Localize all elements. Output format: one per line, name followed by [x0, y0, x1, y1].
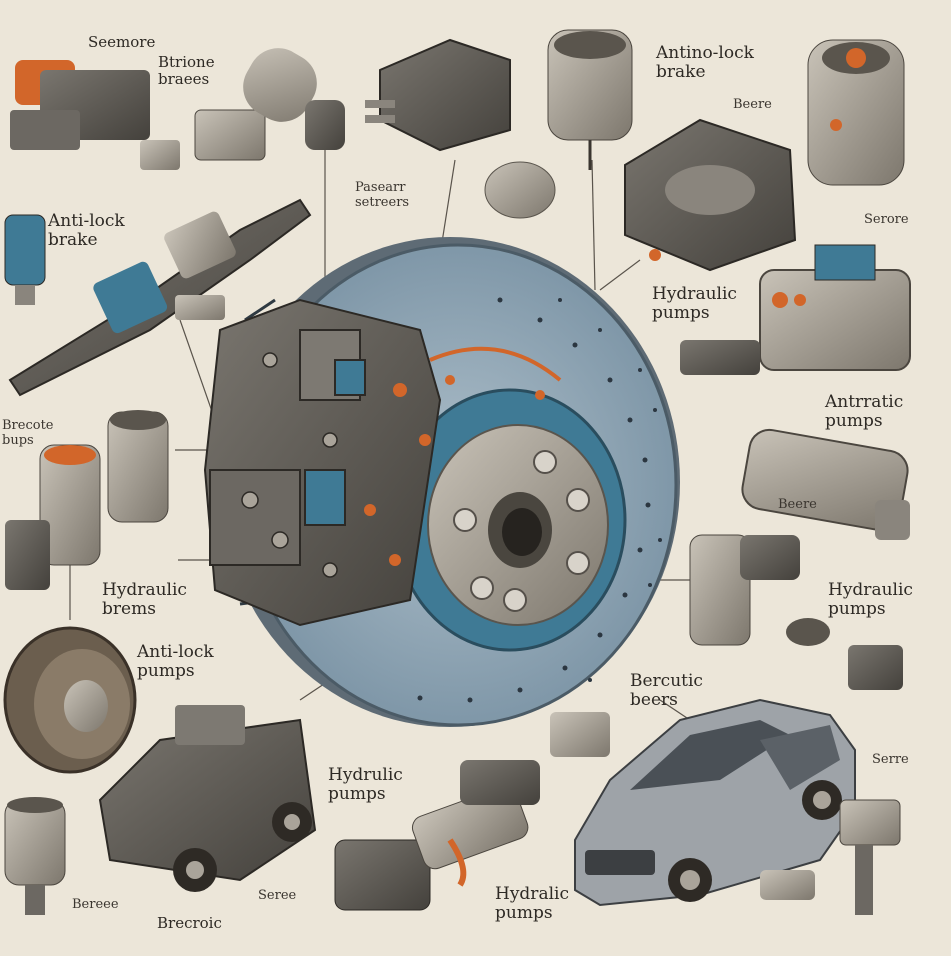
label-brecroic: Brecroic [157, 914, 222, 932]
label-anti-lock-brake: Anti-lock brake [48, 211, 125, 250]
brake-caliper-icon [203, 298, 562, 627]
engine-icon [98, 705, 317, 892]
label-beere-top: Beere [733, 97, 772, 112]
label-beere-mid: Beere [778, 497, 817, 512]
sensor-icon [760, 799, 901, 915]
sensor-icon [243, 48, 345, 150]
pump-icon [334, 712, 610, 911]
tire-icon [3, 626, 137, 774]
label-hydraulic-pumps-right: Hydraulic pumps [652, 284, 737, 323]
label-btrione-braees: Btrione braees [158, 53, 215, 88]
label-bercutic-beers: Bercutic beers [630, 671, 703, 710]
label-hydraulic-pumps-far-right: Hydraulic pumps [828, 580, 913, 619]
label-brecote-bups: Brecote bups [2, 418, 54, 448]
pump-icon [624, 118, 797, 272]
label-serre: Serre [872, 752, 909, 767]
label-seree: Seree [258, 888, 297, 903]
pump-icon [680, 244, 911, 375]
label-hydralic-pumps-bottom: Hydralic pumps [495, 884, 569, 923]
label-bereee: Bereee [72, 897, 119, 912]
pump-icon [5, 410, 169, 590]
label-hydrulic-pumps: Hydrulic pumps [328, 765, 403, 804]
label-antino-lock-brake: Antino-lock brake [656, 43, 754, 82]
car-icon [574, 698, 856, 907]
connector-icon [194, 109, 266, 161]
sensor-icon [807, 39, 905, 186]
label-anti-lock-pumps: Anti-lock pumps [137, 642, 214, 681]
pump-icon [689, 534, 903, 690]
label-serore: Serore [864, 212, 909, 227]
label-antrratic-pumps: Antrratic pumps [825, 392, 904, 431]
pump-icon [741, 428, 910, 540]
pump-icon [8, 198, 312, 397]
sensor-icon [4, 797, 66, 915]
hub-icon [484, 161, 556, 219]
sensor-icon [547, 29, 633, 170]
label-seemore: Seemore [88, 33, 156, 51]
sensor-icon [10, 60, 180, 170]
label-hydraulic-brems: Hydraulic brems [102, 580, 187, 619]
connector-icon [365, 38, 511, 152]
label-pasearr-setreers: Pasearr setreers [355, 180, 410, 210]
sensor-icon [4, 214, 46, 305]
